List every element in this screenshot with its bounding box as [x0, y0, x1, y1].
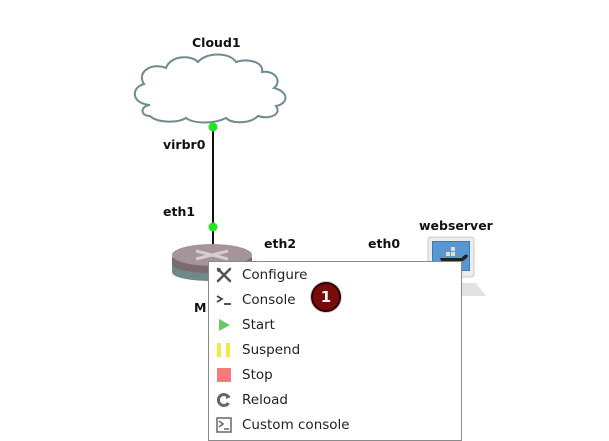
menu-item-label: Suspend: [242, 341, 301, 358]
menu-item-label: Stop: [242, 366, 273, 383]
menu-item-label: Custom console: [242, 416, 350, 433]
menu-item-label: Console: [242, 291, 296, 308]
router-node-label[interactable]: M: [194, 300, 207, 315]
webserver-docker-icon[interactable]: [420, 236, 486, 296]
port-label-eth1: eth1: [163, 204, 196, 219]
play-icon: [216, 317, 232, 333]
menu-item-start[interactable]: Start: [209, 312, 461, 337]
port-label-virbr0: virbr0: [163, 137, 206, 152]
webserver-node-label[interactable]: webserver: [419, 218, 493, 233]
menu-item-suspend[interactable]: Suspend: [209, 337, 461, 362]
port-dot-virbr0[interactable]: [208, 122, 218, 132]
port-dot-eth1[interactable]: [208, 222, 218, 232]
stop-icon: [216, 367, 232, 383]
cloud-icon[interactable]: [134, 53, 287, 124]
wrench-screwdriver-icon: [216, 267, 232, 283]
port-label-eth0: eth0: [368, 236, 401, 251]
custom-console-icon: [216, 416, 232, 433]
pause-icon: [216, 342, 232, 358]
menu-item-console[interactable]: Console: [209, 287, 461, 312]
reload-icon: [216, 392, 232, 408]
menu-item-label: Start: [242, 316, 275, 333]
annotation-badge: 1: [311, 282, 341, 312]
menu-item-reload[interactable]: Reload: [209, 387, 461, 412]
cloud-node-label[interactable]: Cloud1: [192, 35, 241, 50]
port-label-eth2: eth2: [264, 236, 297, 251]
menu-item-label: Reload: [242, 391, 288, 408]
menu-item-stop[interactable]: Stop: [209, 362, 461, 387]
menu-item-configure[interactable]: Configure: [209, 262, 461, 287]
menu-item-label: Configure: [242, 266, 308, 283]
terminal-prompt-icon: [216, 292, 232, 308]
menu-item-custom-console[interactable]: Custom console: [209, 412, 461, 437]
